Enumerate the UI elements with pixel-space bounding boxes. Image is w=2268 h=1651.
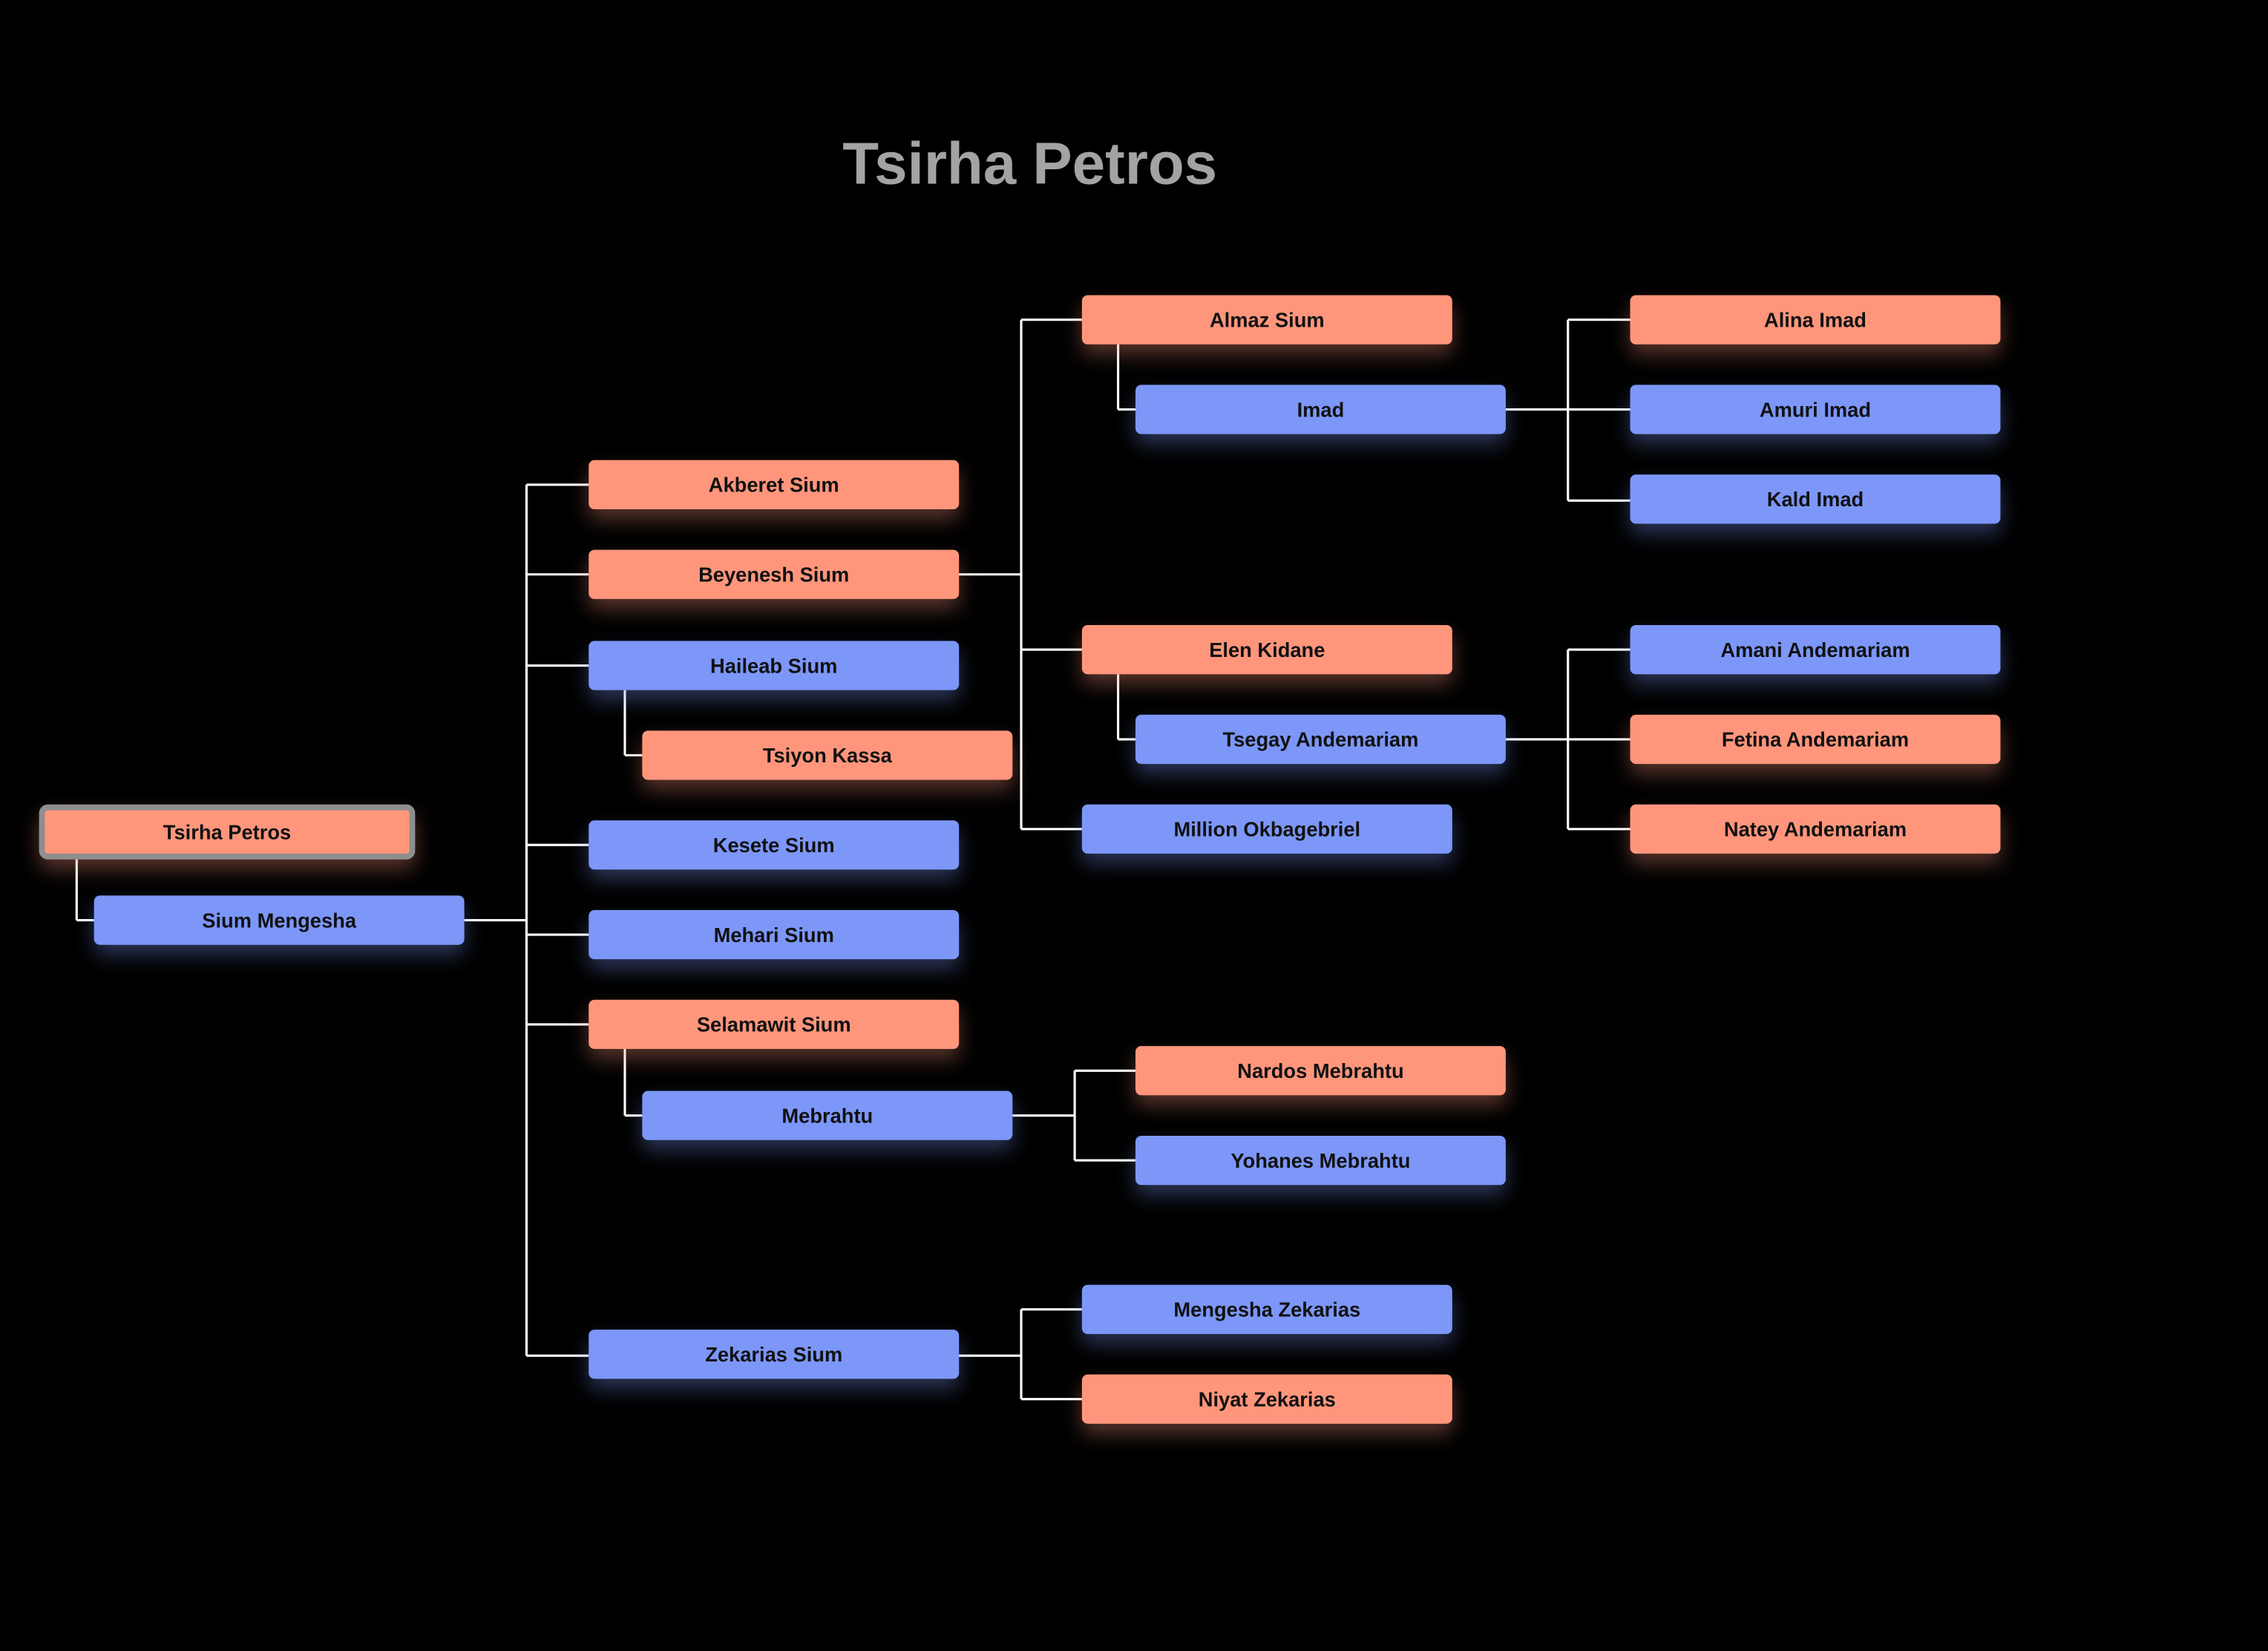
person-name: Niyat Zekarias [1198,1387,1336,1411]
person-node-mengesha[interactable]: Mengesha Zekarias [1081,1284,1452,1334]
person-name: Beyenesh Sium [698,563,850,586]
person-name: Alina Imad [1763,308,1866,332]
person-name: Almaz Sium [1209,308,1325,332]
person-node-tsiyon[interactable]: Tsiyon Kassa [642,730,1013,780]
person-node-akberet[interactable]: Akberet Sium [589,460,960,510]
person-node-alina[interactable]: Alina Imad [1630,295,2001,344]
person-name: Imad [1297,397,1345,422]
person-node-kald[interactable]: Kald Imad [1630,474,2001,524]
person-name: Tsiyon Kassa [762,743,892,767]
person-name: Amuri Imad [1759,397,1872,422]
person-name: Yohanes Mebrahtu [1230,1148,1411,1172]
person-name: Kald Imad [1766,487,1864,511]
page-title: Tsirha Petros [842,130,1218,197]
person-node-nardos[interactable]: Nardos Mebrahtu [1135,1046,1506,1096]
person-node-mebrahtu[interactable]: Mebrahtu [642,1091,1013,1140]
person-node-imad[interactable]: Imad [1135,385,1506,434]
person-node-tsirha[interactable]: Tsirha Petros [39,804,416,860]
person-node-haileab[interactable]: Haileab Sium [589,641,960,690]
person-name: Selamawit Sium [696,1013,851,1036]
person-name: Natey Andemariam [1723,817,1907,841]
person-node-fetina[interactable]: Fetina Andemariam [1630,714,2001,765]
person-node-elen[interactable]: Elen Kidane [1081,624,1452,675]
person-name: Amani Andemariam [1720,638,1910,661]
person-name: Fetina Andemariam [1721,728,1910,751]
person-name: Kesete Sium [712,833,835,857]
person-name: Mengesha Zekarias [1173,1298,1361,1321]
person-node-niyat[interactable]: Niyat Zekarias [1081,1374,1452,1424]
person-node-almaz[interactable]: Almaz Sium [1081,295,1452,344]
person-node-selamawit[interactable]: Selamawit Sium [589,999,960,1050]
person-name: Elen Kidane [1209,638,1325,661]
person-name: Zekarias Sium [705,1342,843,1366]
person-node-amuri[interactable]: Amuri Imad [1630,385,2001,434]
person-node-mehari[interactable]: Mehari Sium [589,909,960,960]
person-node-zekarias[interactable]: Zekarias Sium [589,1330,960,1379]
person-name: Haileab Sium [710,653,838,678]
person-node-amani[interactable]: Amani Andemariam [1630,624,2001,675]
person-node-yohanes[interactable]: Yohanes Mebrahtu [1135,1135,1506,1186]
person-node-sium[interactable]: Sium Mengesha [94,895,465,945]
person-node-natey[interactable]: Natey Andemariam [1630,804,2001,854]
person-name: Mehari Sium [713,923,834,947]
person-node-kesete[interactable]: Kesete Sium [589,820,960,870]
person-name: Akberet Sium [708,473,839,497]
person-node-million[interactable]: Million Okbagebriel [1081,804,1452,854]
person-name: Million Okbagebriel [1173,817,1361,841]
person-name: Tsegay Andemariam [1222,728,1419,751]
person-name: Nardos Mebrahtu [1237,1059,1404,1082]
person-name: Sium Mengesha [202,908,357,932]
person-node-tsegay[interactable]: Tsegay Andemariam [1135,714,1506,765]
person-name: Mebrahtu [781,1104,874,1128]
person-name: Tsirha Petros [163,820,292,844]
person-node-beyenesh[interactable]: Beyenesh Sium [589,549,960,599]
